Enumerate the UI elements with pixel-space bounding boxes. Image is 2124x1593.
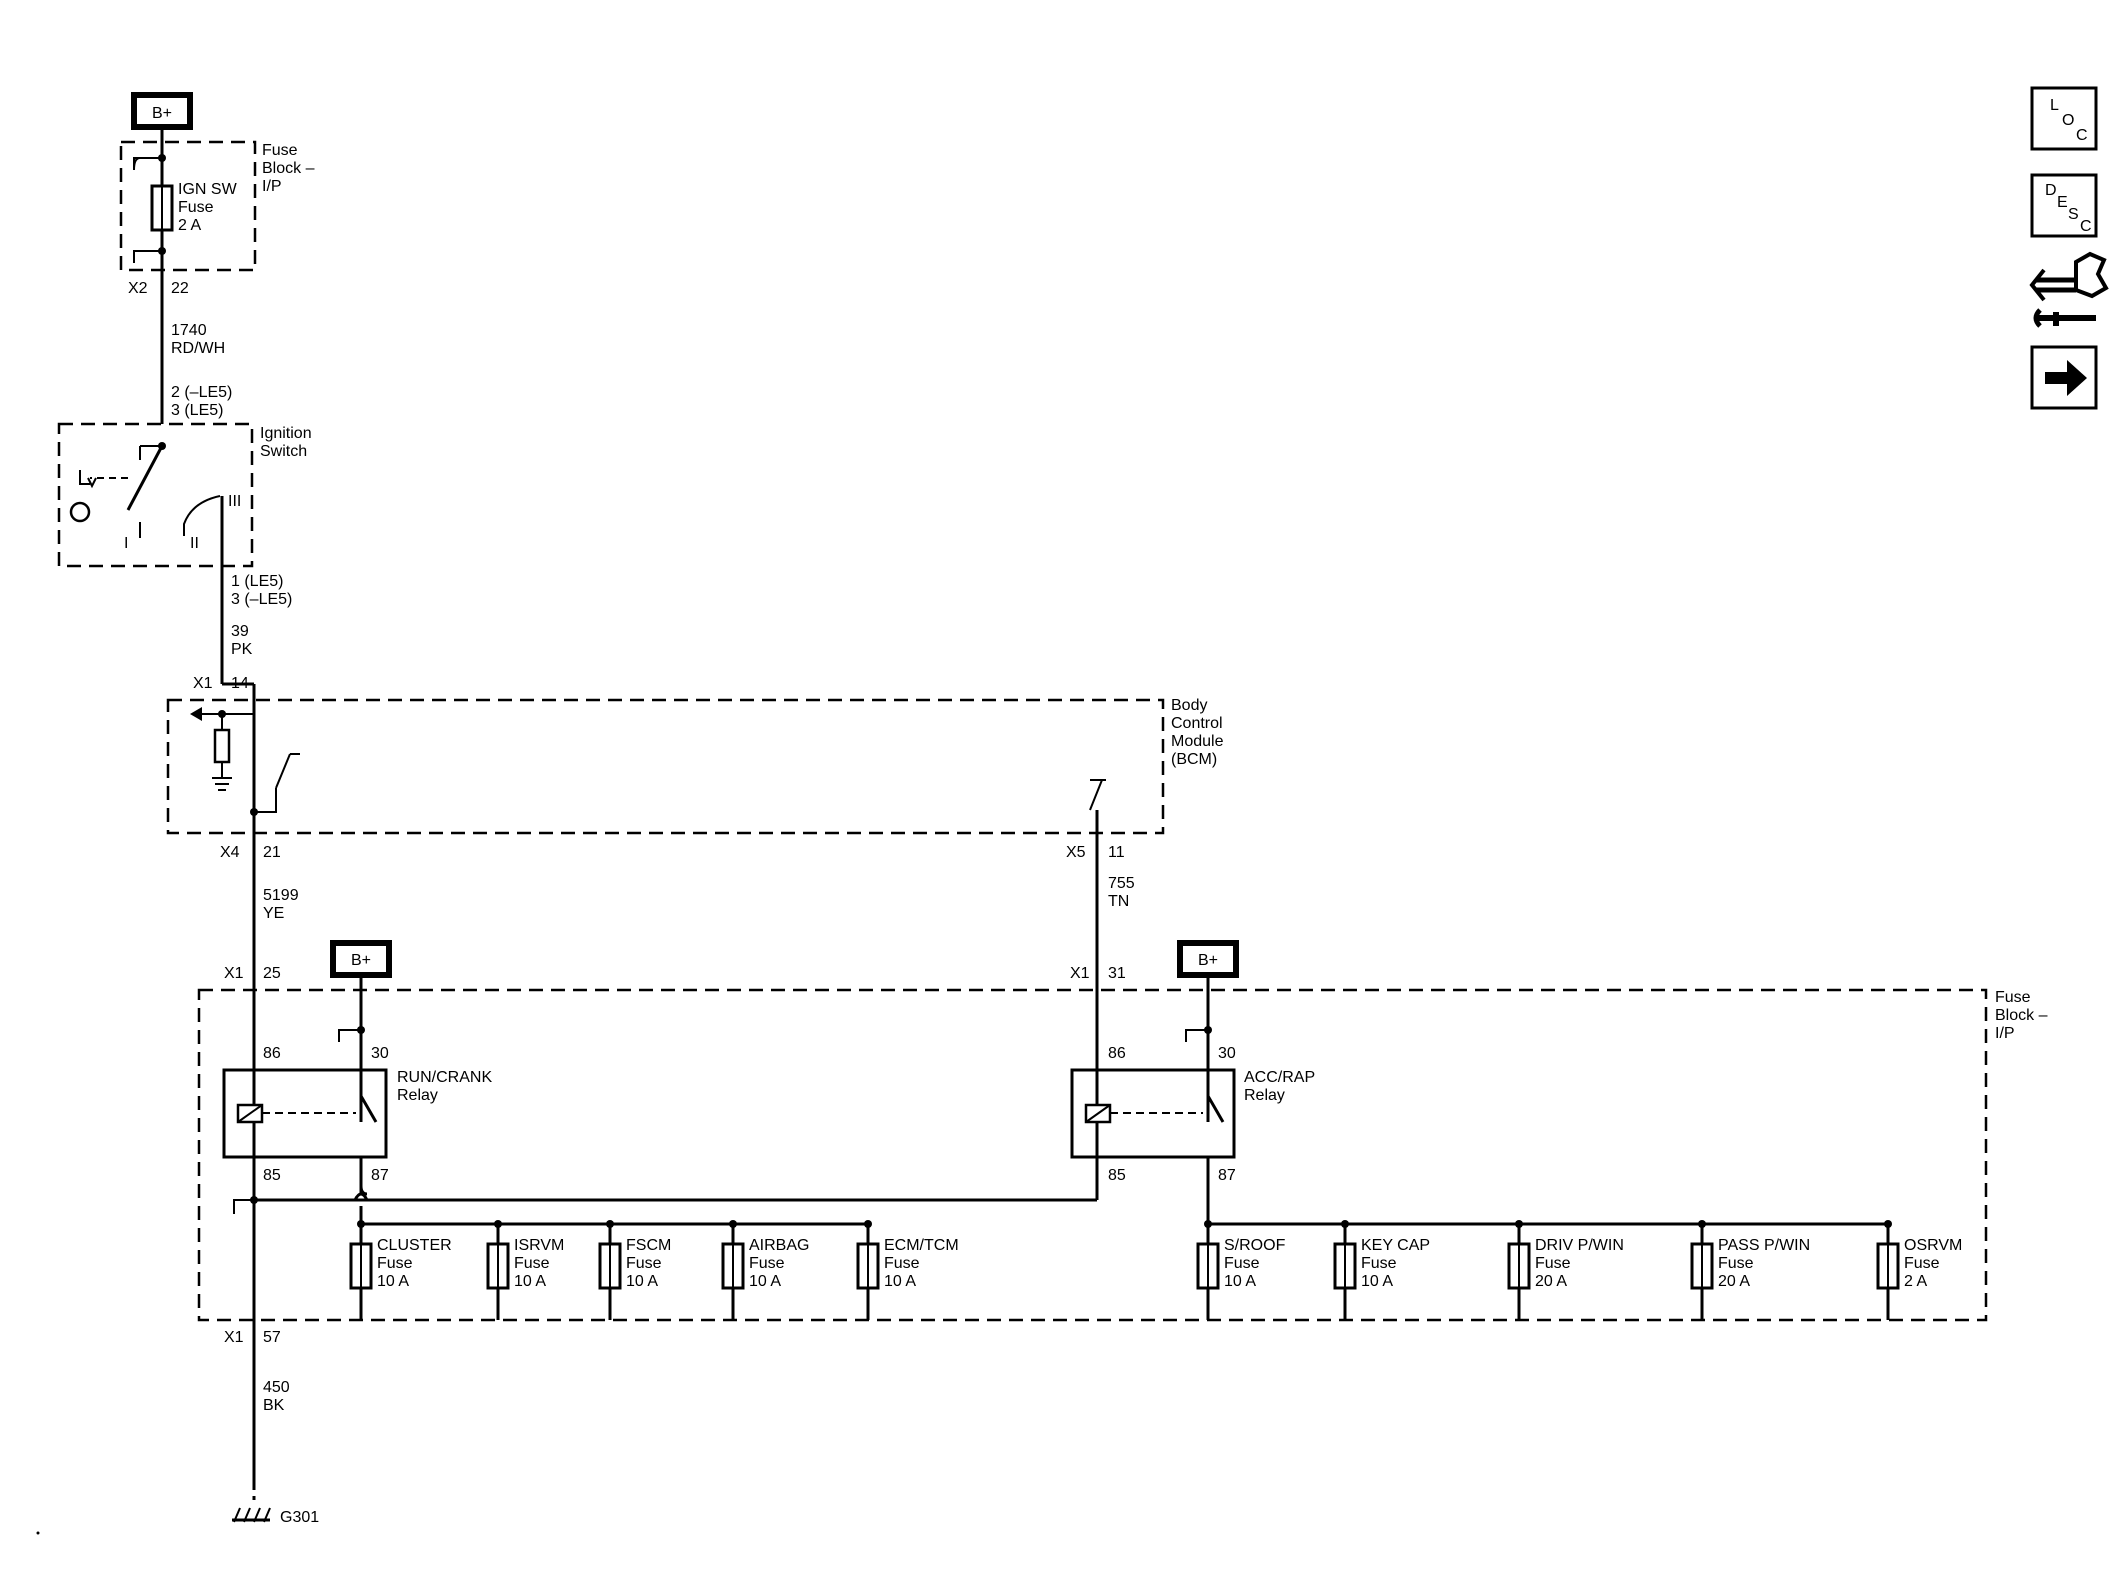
acc-rap-label: ACC/RAP Relay [1244, 1069, 1319, 1104]
power-source-top: B+ [131, 92, 193, 130]
ign-fuse-label: IGN SW Fuse 2 A [178, 181, 241, 234]
pin-conn: X2 [128, 280, 148, 297]
relay-pin: 87 [371, 1167, 389, 1184]
svg-text:B+: B+ [1198, 952, 1218, 969]
acc-rap-relay [1070, 1068, 1236, 1159]
wire-1740-label: 1740 RD/WH [171, 322, 225, 357]
wire-39-label: 39 PK [231, 623, 253, 658]
ground-symbol [232, 1507, 271, 1523]
pin-conn: X1 [224, 965, 244, 982]
ign-switch-pin-out: 1 (LE5) 3 (–LE5) [231, 573, 292, 608]
svg-text:D: D [2045, 182, 2057, 199]
ign-switch-pin-in: 2 (–LE5) 3 (LE5) [171, 384, 237, 419]
loc-button[interactable]: L O C [2030, 86, 2098, 151]
pin-num: 25 [263, 965, 281, 982]
svg-text:E: E [2057, 194, 2068, 211]
svg-text:B+: B+ [152, 105, 172, 122]
svg-text:O: O [2062, 112, 2074, 129]
svg-text:L: L [2050, 97, 2059, 114]
pin-num: 31 [1108, 965, 1126, 982]
wire-5199-label: 5199 YE [263, 887, 303, 922]
svg-text:C: C [2076, 127, 2088, 144]
pin-num: 14 [231, 675, 249, 692]
ign-sw-fuse [150, 184, 174, 232]
desc-icon: D E S C [2045, 182, 2092, 235]
loc-icon: L O C [2050, 97, 2088, 144]
relay-pin: 30 [371, 1045, 389, 1062]
next-button[interactable] [2030, 345, 2098, 410]
run-crank-relay [222, 1068, 388, 1159]
connector-button[interactable] [2029, 251, 2109, 328]
connector-icon [2029, 251, 2109, 328]
wire-450-label: 450 BK [263, 1379, 294, 1414]
arrow-right-icon [2045, 360, 2087, 396]
bcm [166, 698, 1165, 835]
pos-ii: II [190, 535, 199, 552]
wire-755-label: 755 TN [1108, 875, 1139, 910]
power-source-left: B+ [330, 940, 392, 978]
relay-pin: 86 [1108, 1045, 1126, 1062]
pos-i: I [124, 535, 128, 552]
pin-num: 22 [171, 280, 189, 297]
pin-num: 57 [263, 1329, 281, 1346]
pin-conn: X1 [1070, 965, 1090, 982]
run-crank-label: RUN/CRANK Relay [397, 1069, 497, 1104]
fuse-block-top [119, 140, 257, 272]
pin-num: 11 [1108, 844, 1125, 861]
pin-conn: X4 [220, 844, 240, 861]
svg-text:S: S [2068, 206, 2079, 223]
svg-text:C: C [2080, 218, 2092, 235]
relay-pin: 85 [263, 1167, 281, 1184]
relay-pin: 87 [1218, 1167, 1236, 1184]
ground-label: G301 [280, 1509, 319, 1526]
svg-text:B+: B+ [351, 952, 371, 969]
pin-conn: X5 [1066, 844, 1086, 861]
pin-conn: X1 [224, 1329, 244, 1346]
relay-pin: 30 [1218, 1045, 1236, 1062]
pin-conn: X1 [193, 675, 213, 692]
pin-num: 21 [263, 844, 281, 861]
fuse-block-bottom [197, 988, 1988, 1322]
desc-button[interactable]: D E S C [2030, 173, 2098, 238]
relay-pin: 86 [263, 1045, 281, 1062]
relay-pin: 85 [1108, 1167, 1126, 1184]
ignition-switch [57, 422, 254, 568]
power-source-right: B+ [1177, 940, 1239, 978]
pos-iii: III [228, 493, 241, 510]
